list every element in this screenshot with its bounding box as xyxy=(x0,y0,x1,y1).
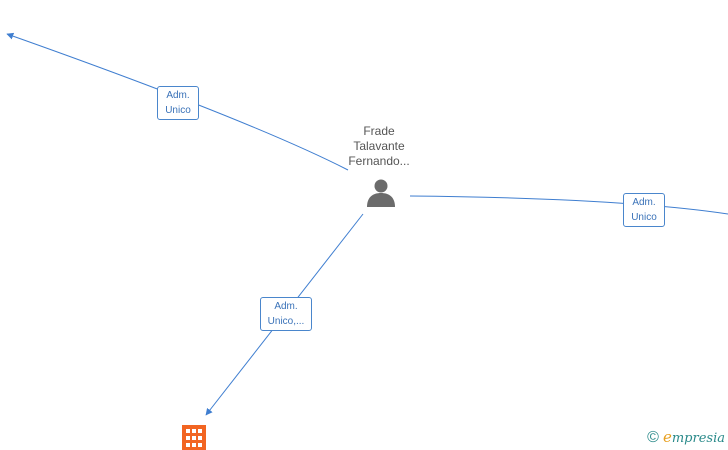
brand-logo-initial: e xyxy=(662,428,672,446)
person-name-line: Frade xyxy=(363,124,395,138)
edge-label-line: Unico xyxy=(165,105,191,116)
edge-label-upper-left[interactable]: Adm. Unico xyxy=(157,86,199,120)
edge-upper-left xyxy=(6,32,349,171)
edge-label-line: Adm. xyxy=(274,301,298,312)
edge-label-line: Unico,... xyxy=(267,316,305,327)
edge-right xyxy=(409,195,728,215)
edge-label-right[interactable]: Adm. Unico xyxy=(623,193,665,227)
person-icon[interactable] xyxy=(367,179,395,208)
edge-label-line: Adm. xyxy=(632,197,656,208)
edge-label-company[interactable]: Adm. Unico,... xyxy=(260,297,312,331)
person-name-line: Fernando... xyxy=(348,154,410,168)
edge-label-line: Unico xyxy=(631,212,657,223)
edge-label-line: Adm. xyxy=(166,90,190,101)
building-icon[interactable] xyxy=(182,425,206,450)
copyright-icon: © xyxy=(647,429,659,446)
person-name[interactable]: Frade Talavante Fernando... xyxy=(334,124,424,169)
empresia-watermark: © empresia xyxy=(647,429,725,447)
person-name-line: Talavante xyxy=(353,139,405,153)
brand-logo: empresia xyxy=(663,429,725,447)
brand-logo-rest: mpresia xyxy=(671,431,725,446)
